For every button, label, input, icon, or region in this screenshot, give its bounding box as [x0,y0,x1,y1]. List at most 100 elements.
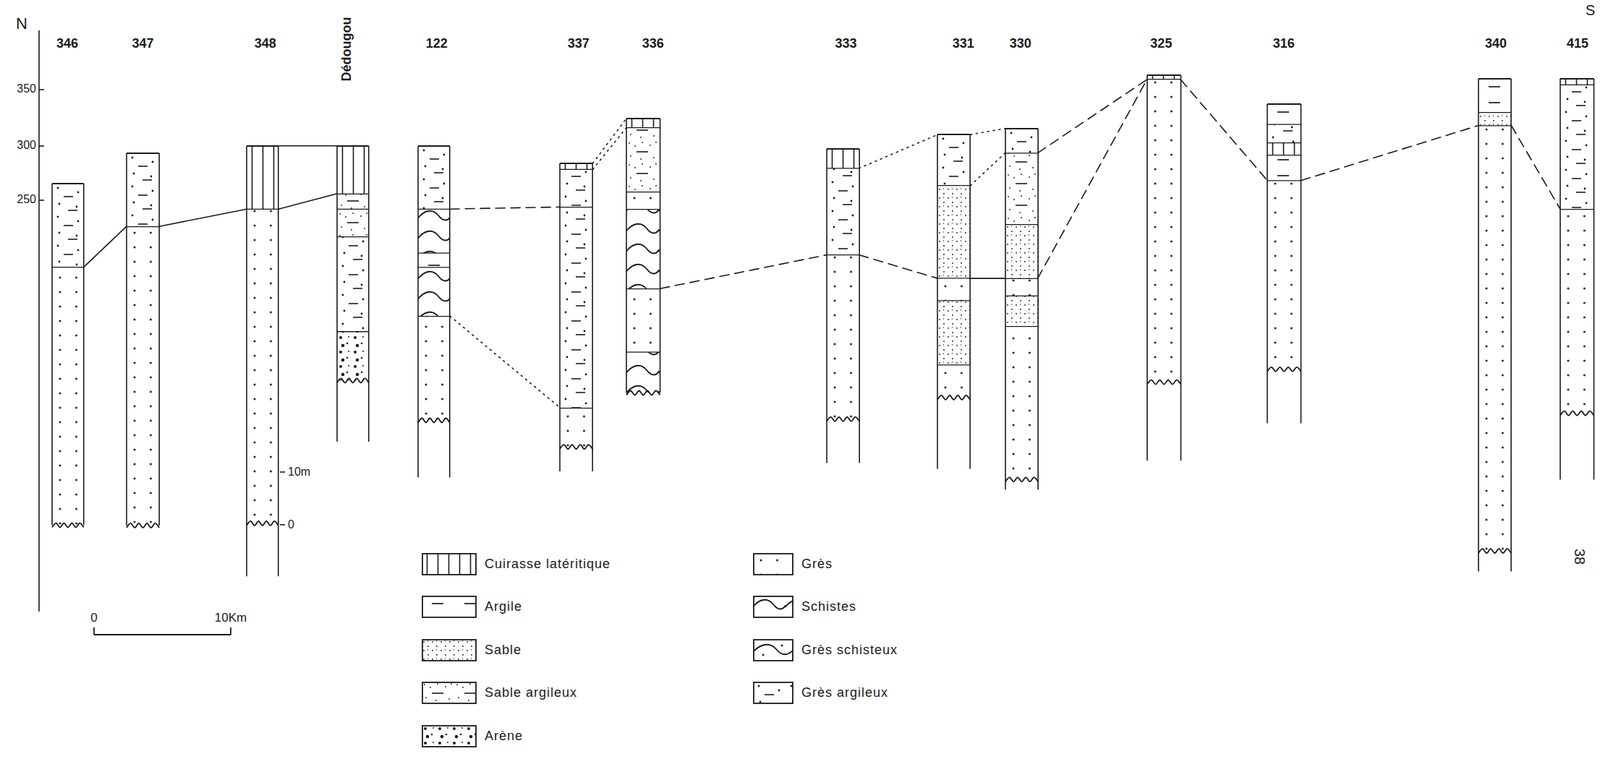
legend-swatch [752,682,794,705]
borehole-log [826,149,860,464]
borehole-number: 415 [1566,36,1589,50]
legend-swatch [421,639,477,662]
south-label: S [1585,2,1595,18]
correlation-line [593,127,628,170]
distance-scale-label: 0 [90,611,97,625]
borehole-column: 347 [126,153,160,526]
borehole-number: 316 [1273,36,1295,50]
legend-row: Grès schisteux [752,639,794,662]
borehole-log [626,118,661,393]
borehole-number: 337 [567,36,590,50]
borehole-log [1267,104,1302,424]
legend-row: Grès [752,553,794,576]
legend-row: Sable argileux [421,682,477,705]
legend-label: Grès [801,557,833,571]
borehole-column: 337 [559,163,593,472]
borehole-log [937,134,970,470]
correlation-line [660,255,827,290]
borehole-number: 330 [1009,36,1032,50]
legend-label: Arène [484,729,523,743]
correlation-line [83,226,127,267]
borehole-log [418,146,450,478]
borehole-log [337,146,369,442]
borehole-column: 122 [418,146,450,478]
borehole-number: 347 [131,36,154,50]
borehole-number: Dédougou [340,16,354,82]
borehole-number: 325 [1150,36,1172,50]
elevation-tick: 350 [16,83,37,95]
legend-label: Cuirasse latéritique [484,557,611,571]
correlation-line [970,153,1006,186]
borehole-number: 348 [254,36,277,50]
correlation-line [278,145,337,147]
borehole-log [1560,78,1595,480]
borehole-log [246,146,279,577]
borehole-column: 316 [1267,104,1302,424]
borehole-log [559,163,593,472]
correlation-line [159,209,247,227]
legend-label: Grès argileux [801,686,889,700]
borehole-column: 415 [1560,78,1595,480]
correlation-line [449,206,560,210]
correlation-line [449,316,560,408]
legend-swatch [421,682,477,705]
legend-label: Sable argileux [484,686,578,700]
borehole-log [1478,78,1512,572]
legend-label: Argile [484,600,523,614]
borehole-number: 333 [834,36,857,50]
borehole-column: 340 [1478,78,1512,572]
legend-label: Grès schisteux [801,643,898,657]
borehole-log [52,183,84,526]
correlation-line [859,134,939,169]
borehole-column: 325 [1147,75,1182,461]
borehole-number: 122 [426,36,448,50]
legend-row: Argile [421,596,477,619]
borehole-number: 331 [952,36,975,50]
legend-label: Sable [484,643,522,657]
legend-swatch [421,553,477,576]
correlation-line [970,277,1006,280]
correlation-line [278,193,337,210]
borehole-number: 336 [642,36,665,50]
correlation-line [970,128,1006,135]
borehole-column: 331 [937,134,970,470]
legend-swatch [752,639,794,662]
legend-row: Arène [421,725,477,748]
borehole-column: 336 [626,118,661,393]
legend-swatch [752,553,794,576]
legend-row: Grès argileux [752,682,794,705]
correlation-line [1511,125,1561,210]
depth-scale-label: 10m [287,466,311,479]
legend-row: Cuirasse latéritique [421,553,477,576]
borehole-column: Dédougou [337,146,369,442]
legend-swatch [421,596,477,619]
correlation-line [1037,79,1148,154]
elevation-tick: 250 [16,193,37,206]
correlation-line [593,118,628,164]
legend-row: Schistes [752,596,794,619]
borehole-log [126,153,160,526]
borehole-number: 346 [56,36,79,50]
north-label: N [15,15,28,32]
borehole-column: 330 [1005,128,1038,490]
borehole-column: 346 [52,183,84,526]
legend-swatch [421,725,477,748]
correlation-line [1301,125,1479,181]
borehole-number: 340 [1484,36,1507,50]
borehole-column: 348 [246,146,279,577]
borehole-log [1005,128,1038,490]
legend-label: Schistes [801,600,857,614]
correlation-line [859,255,939,279]
depth-scale-label: 0 [287,519,295,531]
elevation-tick: 300 [16,139,37,152]
page-number: 38 [1572,549,1587,565]
borehole-column: 333 [826,149,860,464]
legend-row: Sable [421,639,477,662]
legend-swatch [752,596,794,619]
distance-scale-label: 10Km [214,611,247,625]
correlation-line [1180,79,1268,181]
borehole-log [1147,75,1182,461]
correlation-line [1037,79,1148,279]
